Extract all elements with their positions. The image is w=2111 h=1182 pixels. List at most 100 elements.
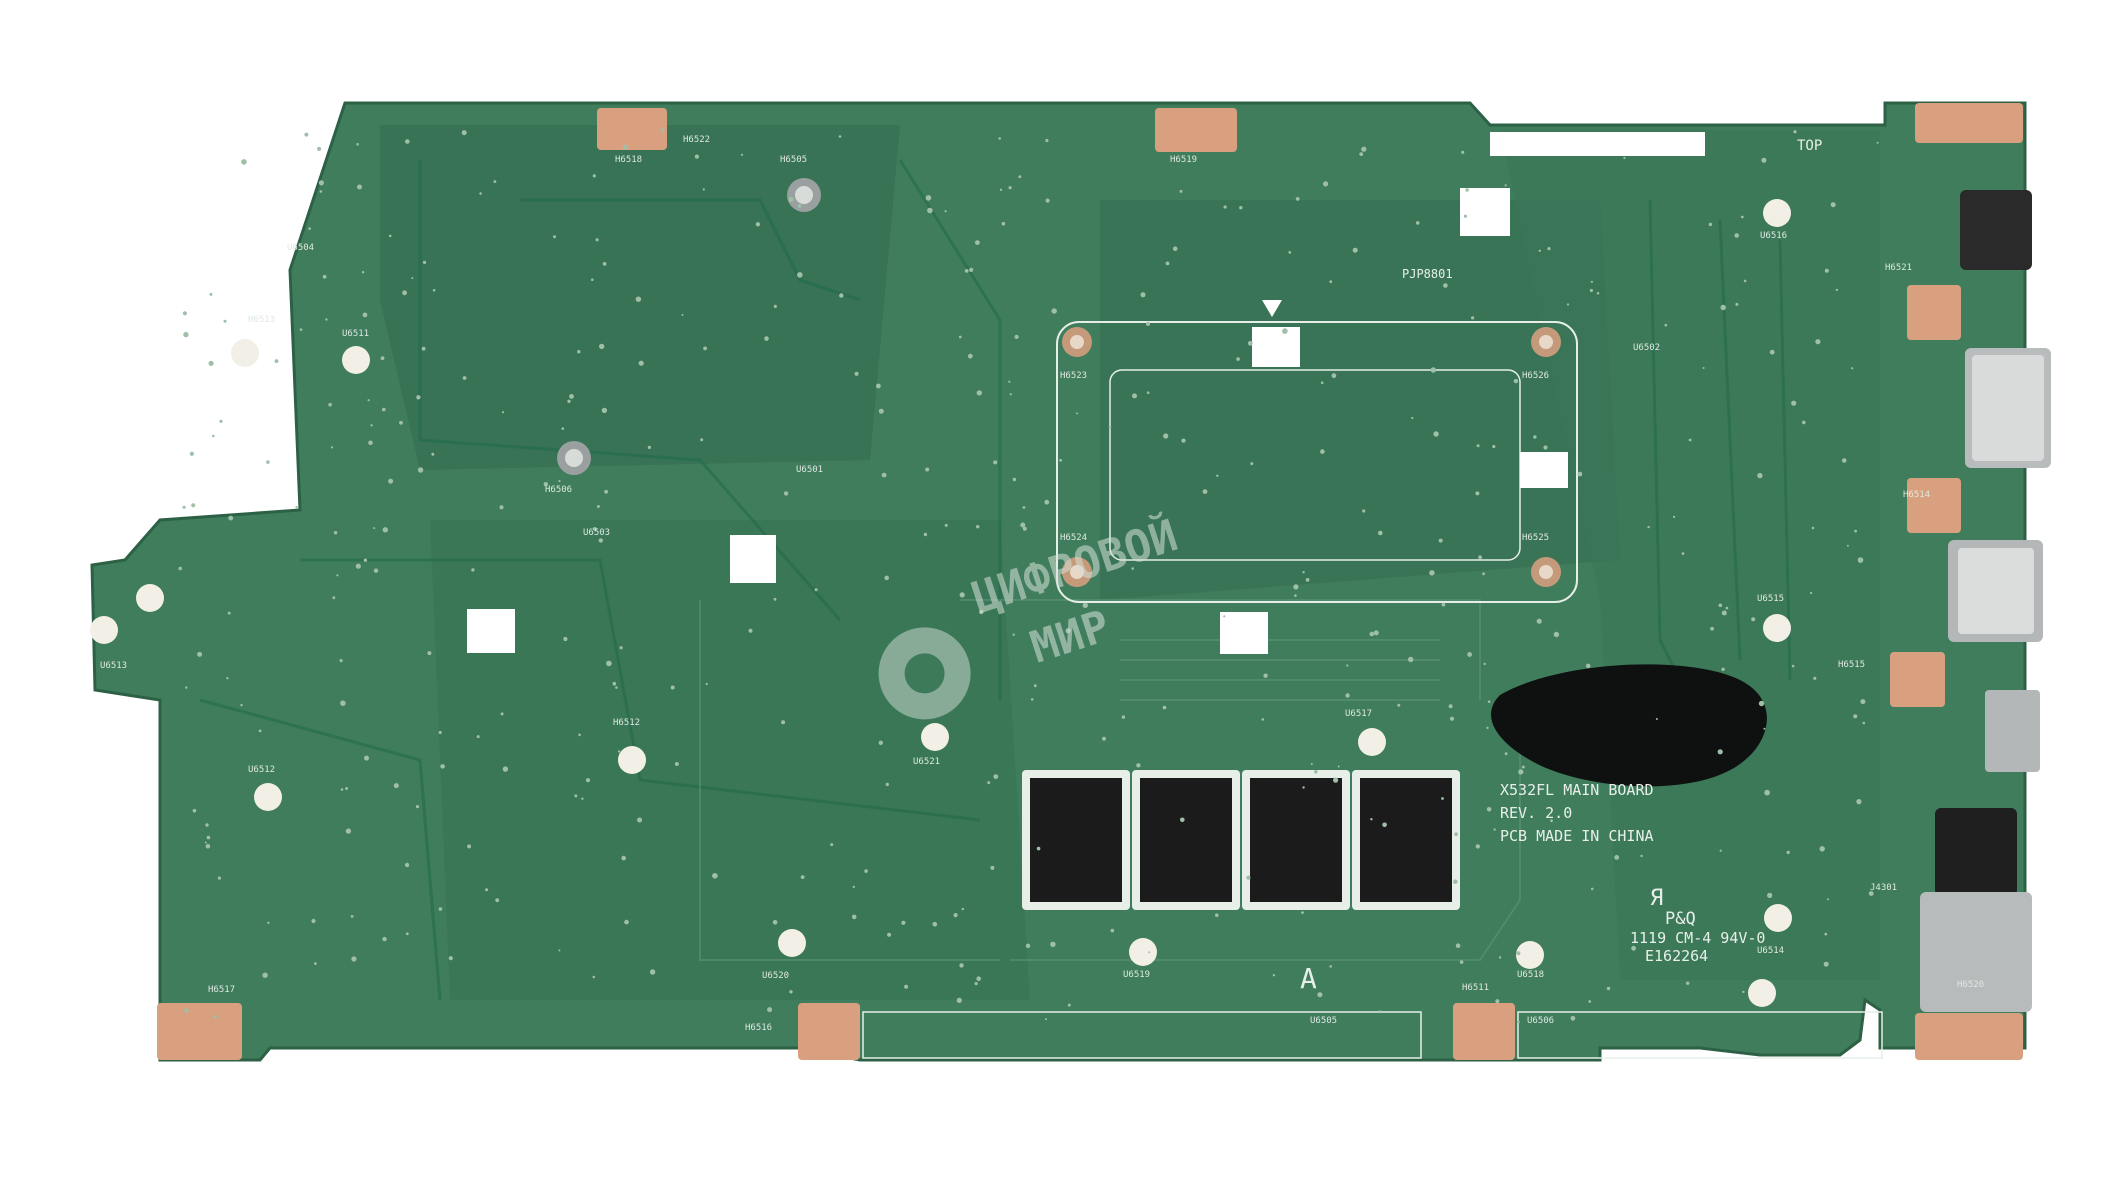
via-dot [592,174,596,178]
via-dot [1448,704,1453,709]
board-made-text: PCB MADE IN CHINA [1500,827,1654,845]
via-dot [184,1008,189,1013]
via-dot [1813,676,1817,680]
via-dot [1320,449,1325,454]
via-dot [178,566,182,571]
trace-group [199,159,1792,1001]
via-dot [1102,736,1106,741]
via-dot [581,797,584,800]
via-dot [1333,777,1339,783]
via-dot [1337,765,1340,768]
via-dot [1302,571,1305,574]
via-dot [467,844,472,849]
via-dot [227,611,231,615]
board-cert-number: E162264 [1645,947,1708,965]
component-label-u6519: U6519 [1123,970,1150,980]
via-dot [755,222,761,227]
via-dot [1492,444,1496,449]
via-dot [1261,718,1265,721]
via-dot [1486,726,1489,730]
board-pjp-label: PJP8801 [1402,267,1453,281]
via-dot [852,885,855,889]
via-dot [637,817,643,823]
via-dot [373,568,379,573]
via-dot [1823,961,1829,967]
via-dot [967,353,973,359]
via-dot [1329,965,1332,968]
via-dot [772,920,778,925]
via-dot [228,515,234,521]
via-dot [1108,426,1112,429]
via-dot [585,778,591,783]
via-dot [617,750,621,753]
via-dot [431,452,435,456]
component-label-u6518: U6518 [1517,970,1544,980]
via-dot [1725,606,1729,610]
via-dot [1478,555,1482,560]
via-dot [740,153,744,156]
via-dot [405,932,409,936]
via-dot [1463,214,1467,218]
via-dot [208,360,214,366]
via-dot [959,963,964,968]
via-dot [1163,433,1169,439]
via-dot [773,597,777,601]
via-dot [1721,610,1727,616]
via-dot [1180,817,1185,823]
via-dot [612,681,617,686]
via-dot [1202,489,1208,494]
via-dot [944,210,947,213]
via-dot [927,207,933,214]
via-dot [1076,412,1079,415]
via-dot [351,956,357,962]
via-dot [388,478,394,484]
via-dot [1145,321,1151,326]
via-dot [876,383,881,389]
via-dot [495,898,500,903]
via-dot [345,787,349,790]
via-dot [830,843,834,847]
via-dot [1550,819,1553,823]
via-dot [340,700,346,706]
via-dot [1856,799,1862,805]
via-dot [854,371,859,376]
via-dot [1378,530,1383,536]
via-dot [1518,769,1524,775]
via-dot [1854,529,1857,533]
component-label-u6503: U6503 [583,528,610,538]
via-dot [959,592,965,598]
via-dot [382,407,386,412]
via-dot [887,932,892,937]
via-dot [493,180,497,184]
mount-label-h6506: H6506 [545,485,572,495]
via-dot [621,855,626,861]
via-dot [1758,700,1765,707]
via-dot [1655,718,1658,720]
via-dot [543,482,548,487]
via-dot [878,408,884,414]
ul-mark: Я [1650,886,1663,911]
via-dot [1810,591,1813,595]
via-dot [223,319,227,323]
via-dot [1596,292,1600,295]
via-dot [415,805,420,809]
via-dot [563,636,568,642]
via-dot [1718,603,1723,608]
via-dot [363,558,368,562]
via-dot [1631,945,1636,951]
via-dot [217,876,221,880]
via-dot [1288,251,1292,254]
via-dot [471,568,475,572]
via-dot [595,238,599,242]
via-dot [1769,349,1775,355]
via-dot [1018,175,1022,179]
via-dot [197,651,203,657]
via-dot [182,505,186,509]
via-dot [1370,818,1373,821]
via-dot [987,781,991,785]
via-dot [476,735,480,739]
via-dot [438,730,442,735]
via-dot [901,920,906,925]
component-label-u6520: U6520 [762,971,789,981]
